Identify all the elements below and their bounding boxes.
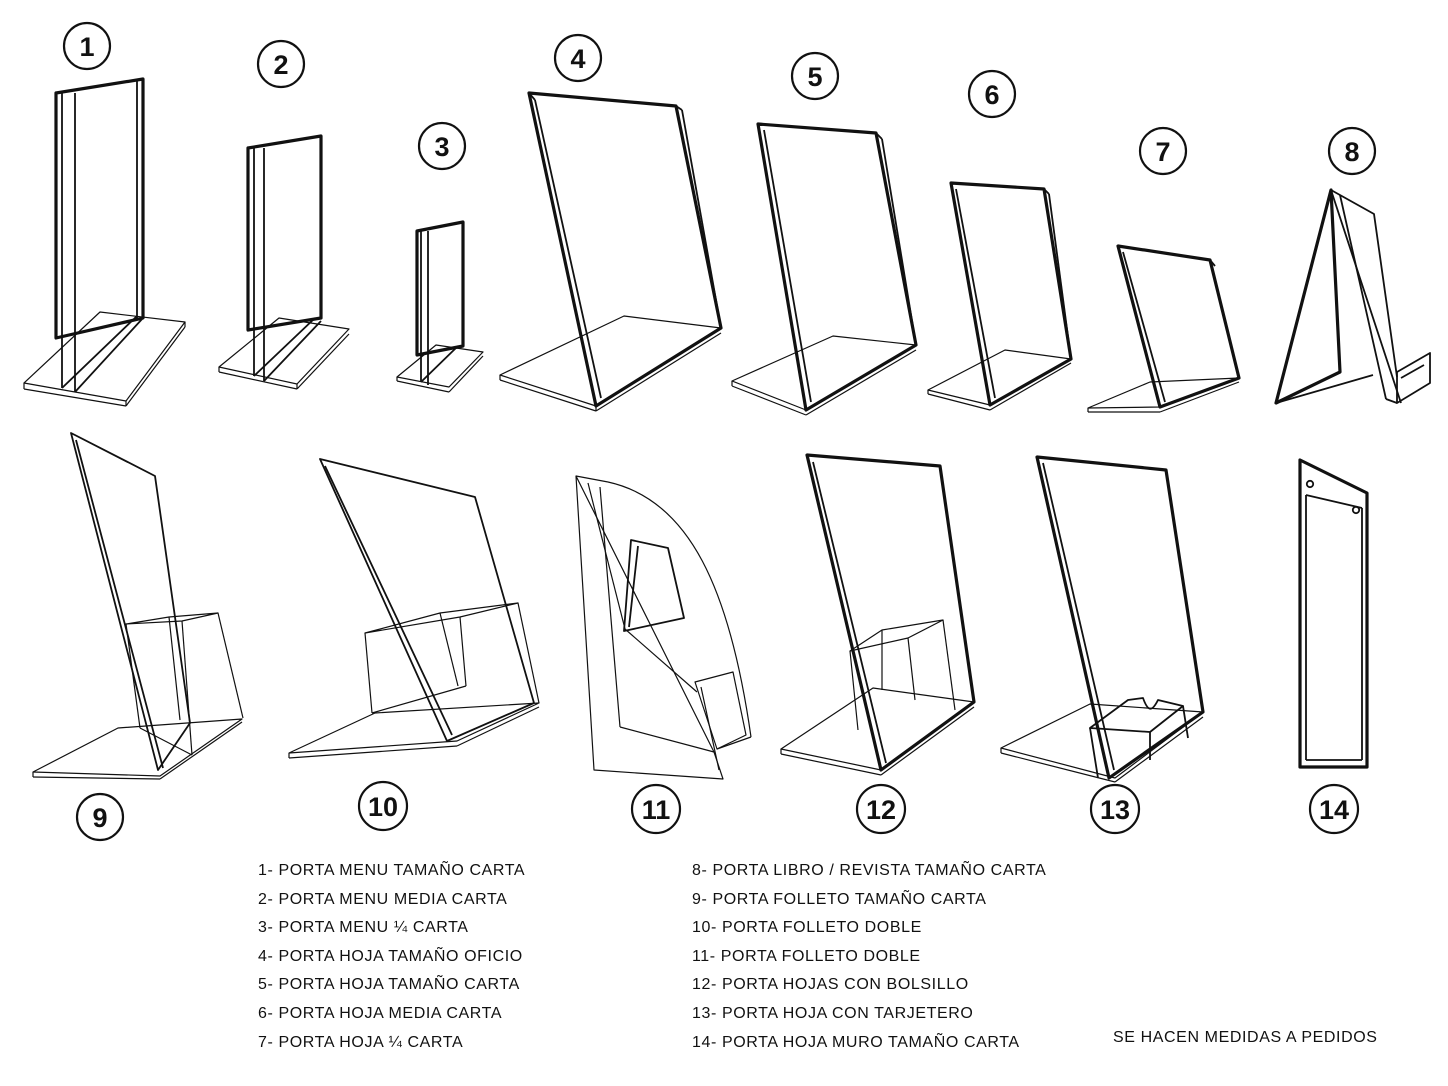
legend-item: 5- PORTA HOJA TAMAÑO CARTA (258, 976, 520, 994)
custom-sizes-note: SE HACEN MEDIDAS A PEDIDOS (1113, 1029, 1378, 1046)
badge-2: 2 (256, 39, 306, 89)
stand-3-drawing (396, 220, 484, 393)
legend-item: 3- PORTA MENU ¼ CARTA (258, 919, 469, 937)
badge-13: 13 (1089, 783, 1141, 835)
badge-2-label: 2 (273, 50, 288, 80)
badge-1: 1 (62, 21, 112, 71)
badge-4-label: 4 (570, 44, 585, 74)
stand-9-drawing (32, 432, 244, 780)
stand-12-drawing (780, 453, 976, 776)
stand-4-drawing (499, 91, 723, 412)
badge-6: 6 (967, 69, 1017, 119)
badge-1-label: 1 (79, 32, 94, 62)
legend-item: 4- PORTA HOJA TAMAÑO OFICIO (258, 947, 523, 965)
stand-7-drawing (1087, 244, 1241, 413)
badge-11-label: 11 (642, 795, 671, 825)
badge-5-label: 5 (807, 62, 822, 92)
badge-3: 3 (417, 121, 467, 171)
badge-7-label: 7 (1155, 137, 1170, 167)
badge-9: 9 (75, 792, 125, 842)
legend-list-left: 1- PORTA MENU TAMAÑO CARTA 2- PORTA MENU… (258, 857, 525, 1057)
legend-item: 9- PORTA FOLLETO TAMAÑO CARTA (692, 890, 987, 908)
badge-4: 4 (553, 33, 603, 83)
stand-5-drawing (731, 122, 918, 416)
badge-5: 5 (790, 51, 840, 101)
stand-8-drawing (1274, 188, 1431, 405)
badge-13-label: 13 (1100, 795, 1130, 825)
stand-6-drawing (927, 181, 1073, 411)
mount-hole-icon (1351, 505, 1361, 515)
badge-14-label: 14 (1319, 795, 1349, 825)
badge-9-label: 9 (92, 803, 107, 833)
stand-10-drawing (288, 458, 540, 759)
legend-item: 14- PORTA HOJA MURO TAMAÑO CARTA (692, 1033, 1020, 1051)
badge-6-label: 6 (984, 80, 999, 110)
legend-list-right: 8- PORTA LIBRO / REVISTA TAMAÑO CARTA 9-… (692, 857, 1046, 1057)
legend-item: 7- PORTA HOJA ¼ CARTA (258, 1033, 464, 1051)
badge-14: 14 (1308, 783, 1360, 835)
badge-7: 7 (1138, 126, 1188, 176)
badge-11: 11 (630, 783, 682, 835)
badge-8-label: 8 (1344, 137, 1359, 167)
legend-item: 6- PORTA HOJA MEDIA CARTA (258, 1004, 503, 1022)
legend-item: 8- PORTA LIBRO / REVISTA TAMAÑO CARTA (692, 862, 1047, 879)
badge-3-label: 3 (434, 132, 449, 162)
stand-13-drawing (1000, 455, 1205, 783)
legend-item: 2- PORTA MENU MEDIA CARTA (258, 890, 508, 908)
stand-1-drawing (23, 77, 186, 407)
badge-10-label: 10 (368, 792, 398, 822)
legend-item: 13- PORTA HOJA CON TARJETERO (692, 1004, 974, 1022)
mount-hole-icon (1305, 479, 1315, 489)
stand-14-drawing (1298, 458, 1369, 769)
legend-item: 10- PORTA FOLLETO DOBLE (692, 919, 922, 937)
stand-2-drawing (218, 134, 350, 390)
badge-8: 8 (1327, 126, 1377, 176)
legend-item: 11- PORTA FOLLETO DOBLE (692, 947, 921, 965)
stand-11-drawing (575, 475, 752, 780)
badge-10: 10 (357, 780, 409, 832)
badge-12-label: 12 (866, 795, 896, 825)
legend-item: 1- PORTA MENU TAMAÑO CARTA (258, 862, 526, 879)
legend-item: 12- PORTA HOJAS CON BOLSILLO (692, 976, 969, 994)
badge-12: 12 (855, 783, 907, 835)
